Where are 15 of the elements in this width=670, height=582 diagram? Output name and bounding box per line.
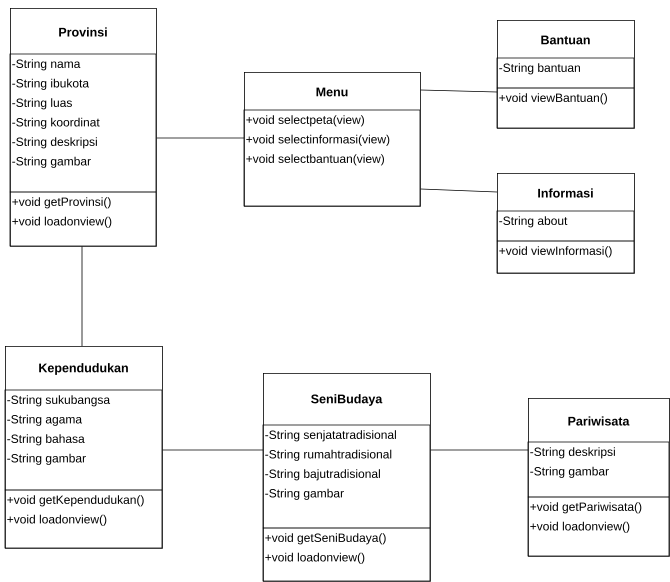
- attribute-list: -String bantuan: [496, 58, 634, 88]
- method-list: +void getKependudukan() +void loadonview(): [4, 490, 162, 548]
- attribute-list: -String senjatatradisional -String rumahtradisional -String bajutradisional -String gambar: [262, 424, 430, 528]
- method-list: +void viewInformasi(): [496, 240, 634, 274]
- association-line: [420, 90, 498, 92]
- attribute-list: -String about: [496, 210, 634, 242]
- method-list: +void getProvinsi() +void loadonview(): [10, 192, 156, 246]
- method-list: +void getSeniBudaya() +void loadonview(): [262, 528, 430, 582]
- method-list: +void viewBantuan(): [496, 88, 634, 128]
- method-list: +void getPariwisata() +void loadonview(): [528, 496, 670, 556]
- attribute-list: -String nama -String ibukota -String luas -String koordinat -String deskripsi -String gambar: [10, 54, 156, 192]
- method-list: +void selectpeta(view) +void selectinformasi(view) +void selectbantuan(view): [244, 110, 420, 206]
- attribute-list: -String deskripsi -String gambar: [528, 442, 670, 498]
- attribute-list: -String sukubangsa -String agama -String bahasa -String gambar: [4, 390, 162, 490]
- association-line: [420, 188, 498, 192]
